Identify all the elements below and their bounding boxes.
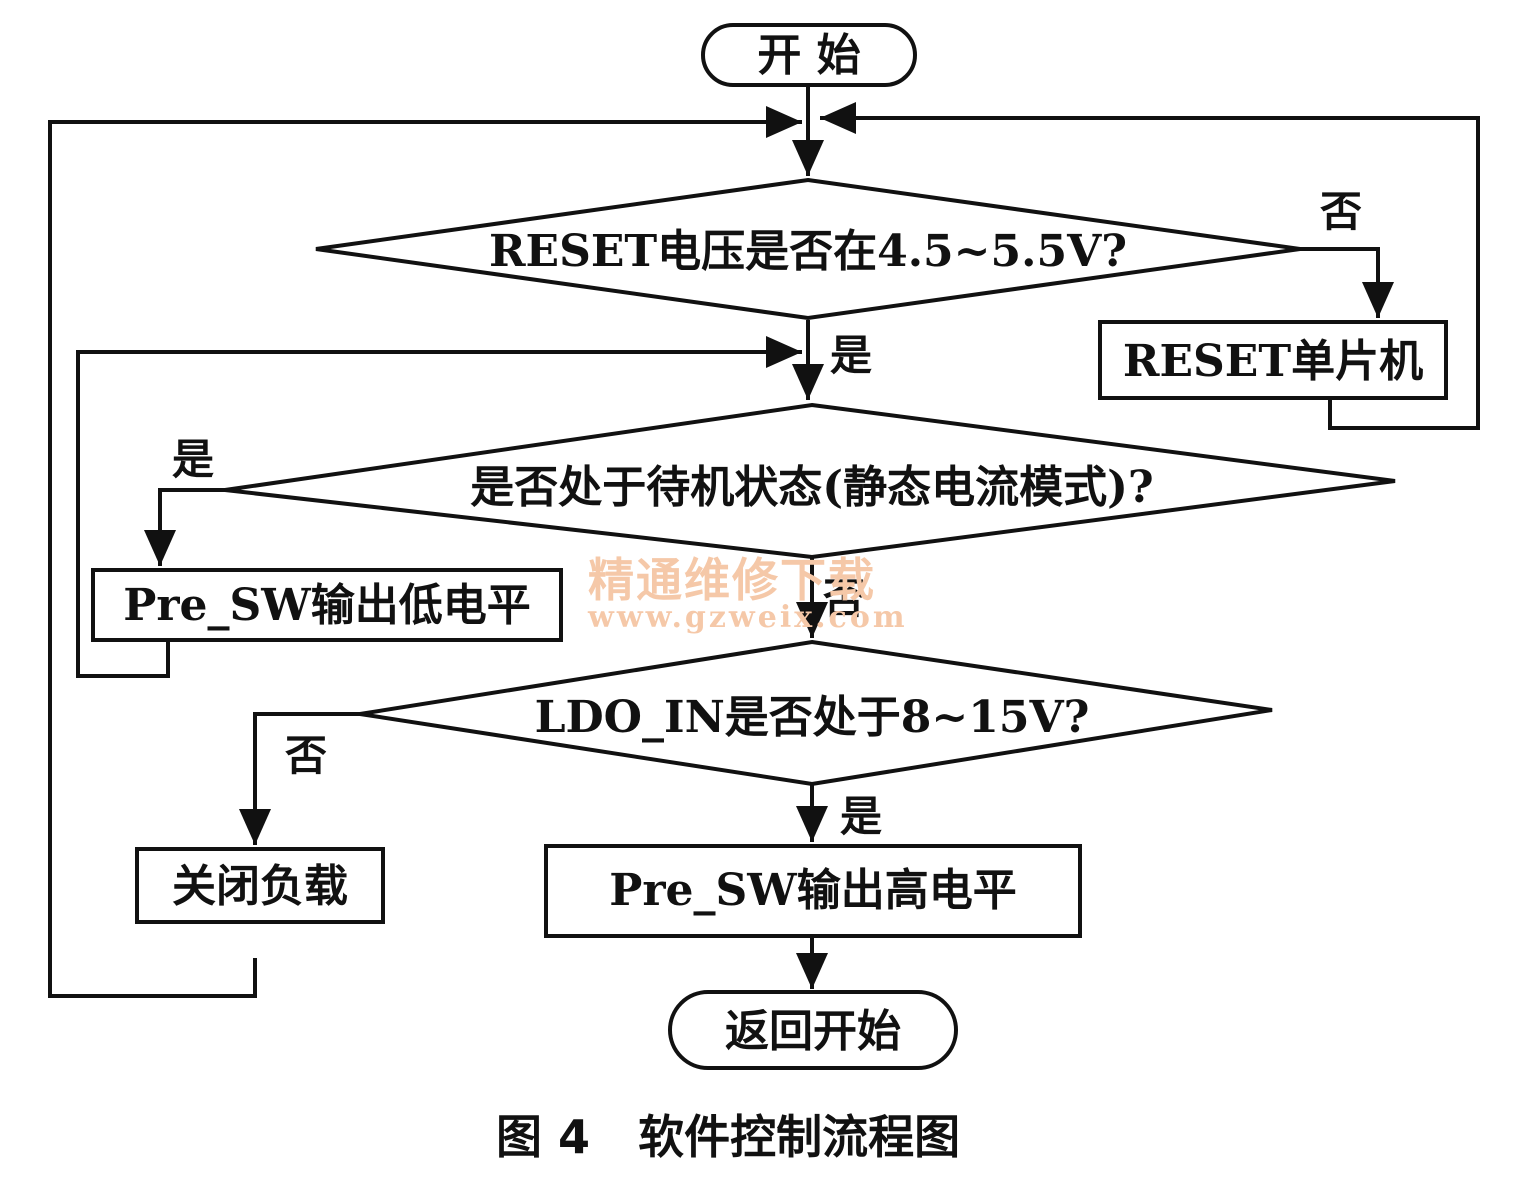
- ldo-label: LDO_IN是否处于8~15V?: [535, 692, 1090, 743]
- ldo-no-label: 否: [285, 731, 327, 780]
- reset-mcu-node: RESET单片机: [1098, 320, 1448, 400]
- close-load-label: 关闭负载: [172, 861, 348, 912]
- standby-no-label: 否: [823, 574, 865, 623]
- start-label: 开 始: [757, 30, 860, 81]
- reset-no-arrow: [1300, 247, 1394, 318]
- reset-voltage-label: RESET电压是否在4.5~5.5V?: [489, 226, 1127, 277]
- close-load-loop-arrow: [48, 106, 802, 998]
- ldo-decision: LDO_IN是否处于8~15V?: [359, 639, 1273, 787]
- standby-yes-label: 是: [172, 435, 214, 484]
- standby-decision: 是否处于待机状态(静态电流模式)?: [224, 402, 1396, 560]
- watermark-name: 精通维修下载: [588, 553, 876, 607]
- reset-mcu-loop-arrow: [820, 102, 1480, 430]
- reset-mcu-label: RESET单片机: [1123, 336, 1423, 387]
- pre-sw-high-node: Pre_SW输出高电平: [544, 844, 1082, 938]
- standby-label: 是否处于待机状态(静态电流模式)?: [470, 462, 1153, 513]
- reset-yes-label: 是: [830, 331, 872, 380]
- ldo-yes-label: 是: [840, 792, 882, 841]
- connectors: [48, 86, 1480, 998]
- pre-sw-high-label: Pre_SW输出高电平: [609, 865, 1016, 916]
- pre-sw-low-label: Pre_SW输出低电平: [123, 580, 530, 631]
- standby-yes-arrow: [144, 488, 225, 566]
- close-load-node: 关闭负载: [135, 847, 385, 924]
- watermark-url: www.gzweix.com: [587, 600, 908, 635]
- pre-sw-low-node: Pre_SW输出低电平: [91, 568, 563, 642]
- return-start-node: 返回开始: [668, 990, 958, 1070]
- ldo-no-arrow: [239, 712, 360, 845]
- figure-caption: 图 4 软件控制流程图: [496, 1110, 960, 1164]
- start-node: 开 始: [701, 23, 917, 87]
- pre-sw-low-loop-arrow: [76, 336, 802, 678]
- reset-no-label: 否: [1320, 187, 1362, 236]
- reset-voltage-decision: RESET电压是否在4.5~5.5V?: [315, 177, 1301, 321]
- return-start-label: 返回开始: [725, 1006, 901, 1057]
